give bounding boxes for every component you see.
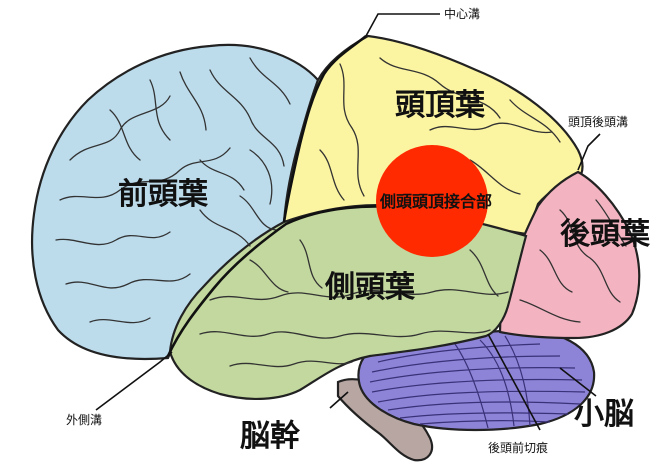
brainstem-leader (329, 391, 349, 409)
central-sulcus-callout: 中心溝 (444, 6, 480, 21)
occipital-gyri (519, 199, 627, 323)
temporal-gyri (199, 239, 509, 368)
frontal-lobe-label: 前頭葉 (118, 177, 209, 212)
temporal-lobe-label: 側頭葉 (324, 270, 416, 305)
cerebellum-folia (369, 335, 586, 429)
preoccipital-notch-callout: 後頭前切痕 (488, 440, 548, 455)
brainstem-callout: 脳幹 (240, 419, 301, 454)
central-sulcus-line (282, 35, 367, 223)
tpj-label: 側頭頭頂接合部 (379, 192, 492, 211)
occipital-lobe-region (498, 170, 641, 340)
parieto-occipital-callout: 頭頂後頭溝 (568, 115, 628, 129)
parietal-lobe-label: 頭頂葉 (395, 88, 486, 123)
lateral-sulcus-leader (95, 351, 173, 411)
lateral-sulcus-callout: 外側溝 (66, 413, 102, 427)
central-sulcus-leader (365, 13, 440, 37)
cerebellum-callout: 小脳 (574, 397, 634, 432)
preoccipital-notch-leader (487, 333, 541, 431)
parietal-gyri (319, 57, 561, 201)
frontal-gyri (55, 57, 291, 324)
cerebellum-leader (559, 367, 597, 397)
occipital-lobe-label: 後頭葉 (560, 217, 651, 252)
lateral-sulcus-line (166, 205, 421, 357)
tpj-highlight (376, 145, 488, 257)
parieto-occipital-leader (577, 133, 601, 171)
